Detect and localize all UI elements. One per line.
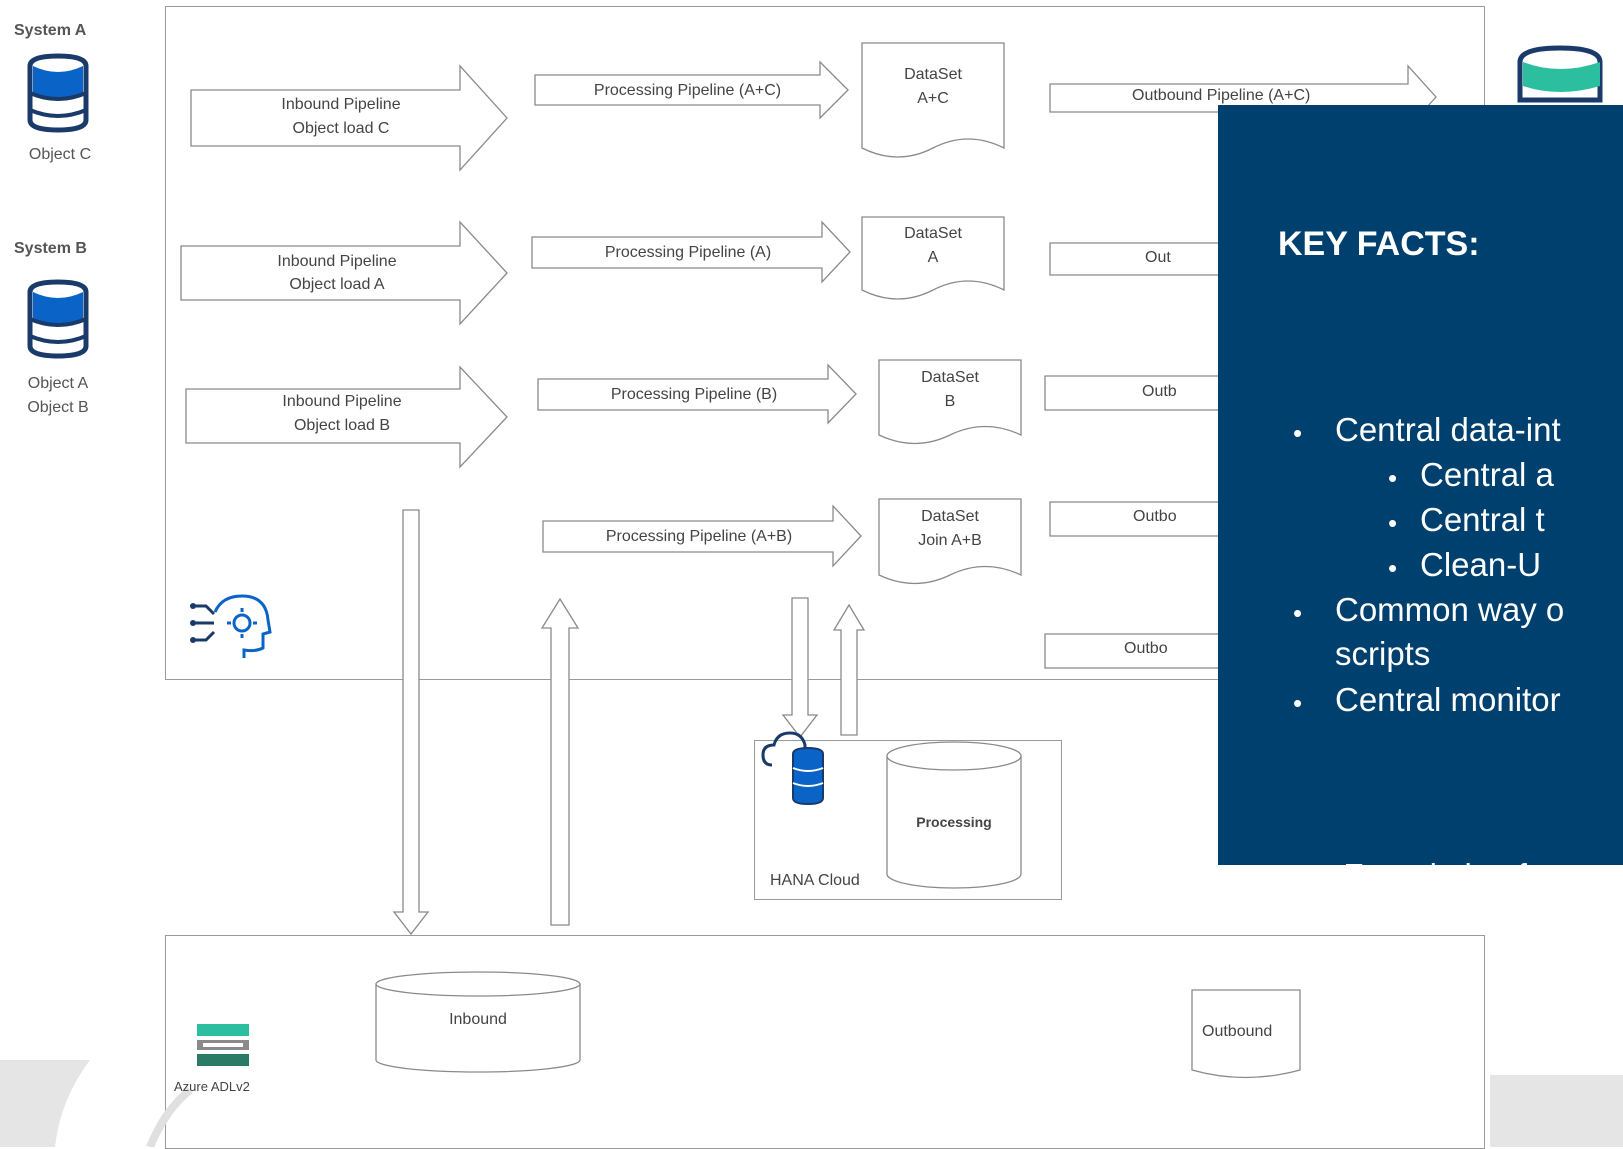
hana-processing-label: Processing	[916, 814, 992, 830]
azure-adls-title: Azure ADLv2	[174, 1079, 250, 1094]
database-icon-system-b	[27, 279, 89, 359]
down-arrow-to-azure	[392, 509, 430, 936]
inbound-a-label-2: Object load A	[289, 276, 385, 293]
processing-ab-label: Processing Pipeline (A+B)	[605, 528, 793, 545]
system-b-title: System B	[14, 240, 87, 257]
outbound-b-label: Outb	[1142, 383, 1177, 400]
hana-cloud-title: HANA Cloud	[770, 872, 860, 889]
processing-b-label: Processing Pipeline (B)	[610, 386, 778, 403]
azure-storage-icon	[197, 1024, 249, 1066]
processing-arrow-a	[531, 220, 851, 284]
processing-ac-label: Processing Pipeline (A+C)	[593, 82, 782, 99]
outbound-extra-label: Outbo	[1124, 640, 1168, 657]
dataset-doc-ac	[861, 42, 1005, 158]
system-a-object-c: Object C	[28, 146, 92, 163]
bullet-1-sub-3: Clean-U	[1420, 546, 1542, 583]
inbound-arrow-a	[180, 220, 508, 326]
azure-outbound-label: Outbound	[1202, 1023, 1273, 1040]
bullet-3: Central monitor	[1335, 681, 1561, 718]
database-icon-target-partial	[1517, 45, 1603, 103]
system-b-object-b: Object B	[27, 399, 89, 416]
dataset-a-label-1: DataSet	[904, 225, 962, 242]
dataset-a-label-2: A	[927, 249, 939, 266]
outbound-ab-label: Outbo	[1133, 508, 1177, 525]
system-b-object-a: Object A	[27, 375, 89, 392]
bullet-dot: •	[1388, 553, 1398, 583]
outbound-a-label: Out	[1145, 249, 1171, 266]
inbound-arrow-b	[185, 365, 508, 469]
bullet-1-sub-2: Central t	[1420, 501, 1545, 538]
dataset-b-label-1: DataSet	[921, 369, 979, 386]
processing-arrow-ab	[542, 504, 862, 568]
processing-arrow-ac	[534, 60, 849, 120]
down-arrow-to-hana	[781, 597, 819, 739]
database-icon-system-a	[27, 53, 89, 133]
dataset-ac-label-2: A+C	[917, 90, 949, 107]
bullet-dot: •	[1293, 418, 1303, 448]
bullet-dot: •	[1388, 463, 1398, 493]
inbound-b-label-1: Inbound Pipeline	[282, 393, 402, 410]
processing-a-label: Processing Pipeline (A)	[604, 244, 772, 261]
bullet-1-sub-1: Central a	[1420, 456, 1554, 493]
key-facts-heading: KEY FACTS:	[1278, 225, 1480, 263]
dataset-ac-label-1: DataSet	[904, 66, 962, 83]
background-swoosh	[0, 1060, 90, 1147]
inbound-c-label-2: Object load C	[292, 120, 390, 137]
bullet-2: Common way o	[1335, 591, 1565, 628]
processing-arrow-b	[537, 363, 857, 425]
inbound-arrow-c	[190, 64, 508, 172]
bullet-1: Central data-int	[1335, 411, 1561, 448]
bullet-dot: •	[1293, 598, 1303, 628]
dataset-ab-label-2: Join A+B	[918, 532, 982, 549]
dataset-doc-a	[861, 216, 1005, 300]
dataset-doc-ab	[878, 498, 1022, 585]
dataset-doc-b	[878, 359, 1022, 445]
bullet-dot: •	[1388, 508, 1398, 538]
dataset-ab-label-1: DataSet	[921, 508, 979, 525]
key-facts-panel: KEY FACTS: • Central data-int • Central …	[1218, 105, 1623, 865]
ai-head-gear-icon	[190, 594, 272, 658]
bullet-2-continuation: scripts	[1335, 635, 1431, 672]
inbound-c-label-1: Inbound Pipeline	[281, 96, 401, 113]
dataset-b-label-2: B	[944, 393, 956, 410]
outbound-ac-label: Outbound Pipeline (A+C)	[1132, 87, 1311, 104]
azure-outbound-cylinder	[1191, 989, 1301, 1079]
up-arrow-from-hana	[832, 603, 866, 736]
system-a-title: System A	[14, 22, 87, 39]
bullet-dot: •	[1293, 688, 1303, 718]
cloud-database-icon	[761, 731, 824, 806]
inbound-a-label-1: Inbound Pipeline	[277, 253, 397, 270]
azure-inbound-cylinder	[375, 971, 581, 1073]
up-arrow-from-azure	[540, 597, 580, 926]
hana-processing-cylinder	[886, 741, 1022, 889]
azure-inbound-label: Inbound	[449, 1011, 507, 1028]
key-facts-footer: --> Foundation for	[1293, 857, 1556, 865]
inbound-b-label-2: Object load B	[293, 417, 391, 434]
